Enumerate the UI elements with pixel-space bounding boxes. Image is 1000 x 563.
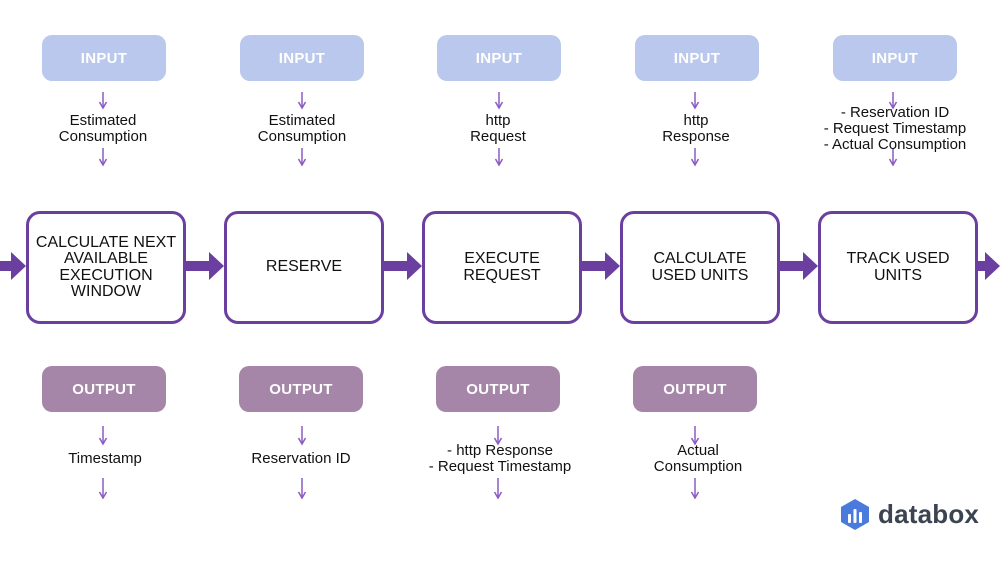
output-text-4: Actual Consumption (653, 442, 743, 475)
output-connector-bottom-4 (690, 478, 700, 500)
output-connector-top-1 (98, 426, 108, 446)
step-box-calculate-window: CALCULATE NEXT AVAILABLE EXECUTION WINDO… (26, 211, 186, 324)
input-text-5: - Reservation ID - Request Timestamp - A… (823, 104, 967, 153)
input-connector-bottom-5 (888, 148, 898, 167)
input-connector-top-5 (888, 92, 898, 110)
connector-layer (98, 92, 898, 500)
output-pill-1: OUTPUT (42, 366, 166, 412)
output-pill-4: OUTPUT (633, 366, 757, 412)
flow-arrow-layer (0, 252, 1000, 280)
output-connector-top-3 (493, 426, 503, 446)
output-connector-bottom-3 (493, 478, 503, 500)
input-pill-2: INPUT (240, 35, 364, 81)
input-connector-bottom-3 (494, 148, 504, 167)
flow-arrow-3-4 (579, 252, 620, 280)
input-text-2: Estimated Consumption (257, 112, 347, 145)
output-connector-bottom-2 (297, 478, 307, 500)
input-pill-4: INPUT (635, 35, 759, 81)
flow-arrow-end (975, 252, 1000, 280)
input-connector-bottom-1 (98, 148, 108, 167)
output-connector-bottom-1 (98, 478, 108, 500)
input-text-1: Estimated Consumption (58, 112, 148, 145)
output-text-2: Reservation ID (251, 450, 351, 467)
databox-logo-text: databox (878, 499, 980, 529)
input-connector-top-2 (297, 92, 307, 110)
input-text-3: http Request (470, 112, 526, 145)
step-box-calculate-used-units: CALCULATE USED UNITS (620, 211, 780, 324)
flow-arrow-1-2 (183, 252, 224, 280)
output-text-3: - http Response - Request Timestamp (428, 442, 572, 475)
databox-logo-icon (841, 499, 869, 530)
input-connector-bottom-4 (690, 148, 700, 167)
flow-arrow-4-5 (777, 252, 818, 280)
input-connector-bottom-2 (297, 148, 307, 167)
step-box-track-used-units: TRACK USED UNITS (818, 211, 978, 324)
input-connector-top-4 (690, 92, 700, 110)
output-connector-top-4 (690, 426, 700, 446)
input-pill-1: INPUT (42, 35, 166, 81)
input-connector-top-1 (98, 92, 108, 110)
output-text-1: Timestamp (68, 450, 142, 467)
step-box-reserve: RESERVE (224, 211, 384, 324)
output-connector-top-2 (297, 426, 307, 446)
databox-logo: databox (840, 498, 979, 531)
input-pill-3: INPUT (437, 35, 561, 81)
step-box-execute-request: EXECUTE REQUEST (422, 211, 582, 324)
input-pill-5: INPUT (833, 35, 957, 81)
input-text-4: http Response (662, 112, 730, 145)
flow-arrow-2-3 (381, 252, 422, 280)
input-connector-top-3 (494, 92, 504, 110)
output-pill-3: OUTPUT (436, 366, 560, 412)
flow-arrow-start (0, 252, 26, 280)
output-pill-2: OUTPUT (239, 366, 363, 412)
